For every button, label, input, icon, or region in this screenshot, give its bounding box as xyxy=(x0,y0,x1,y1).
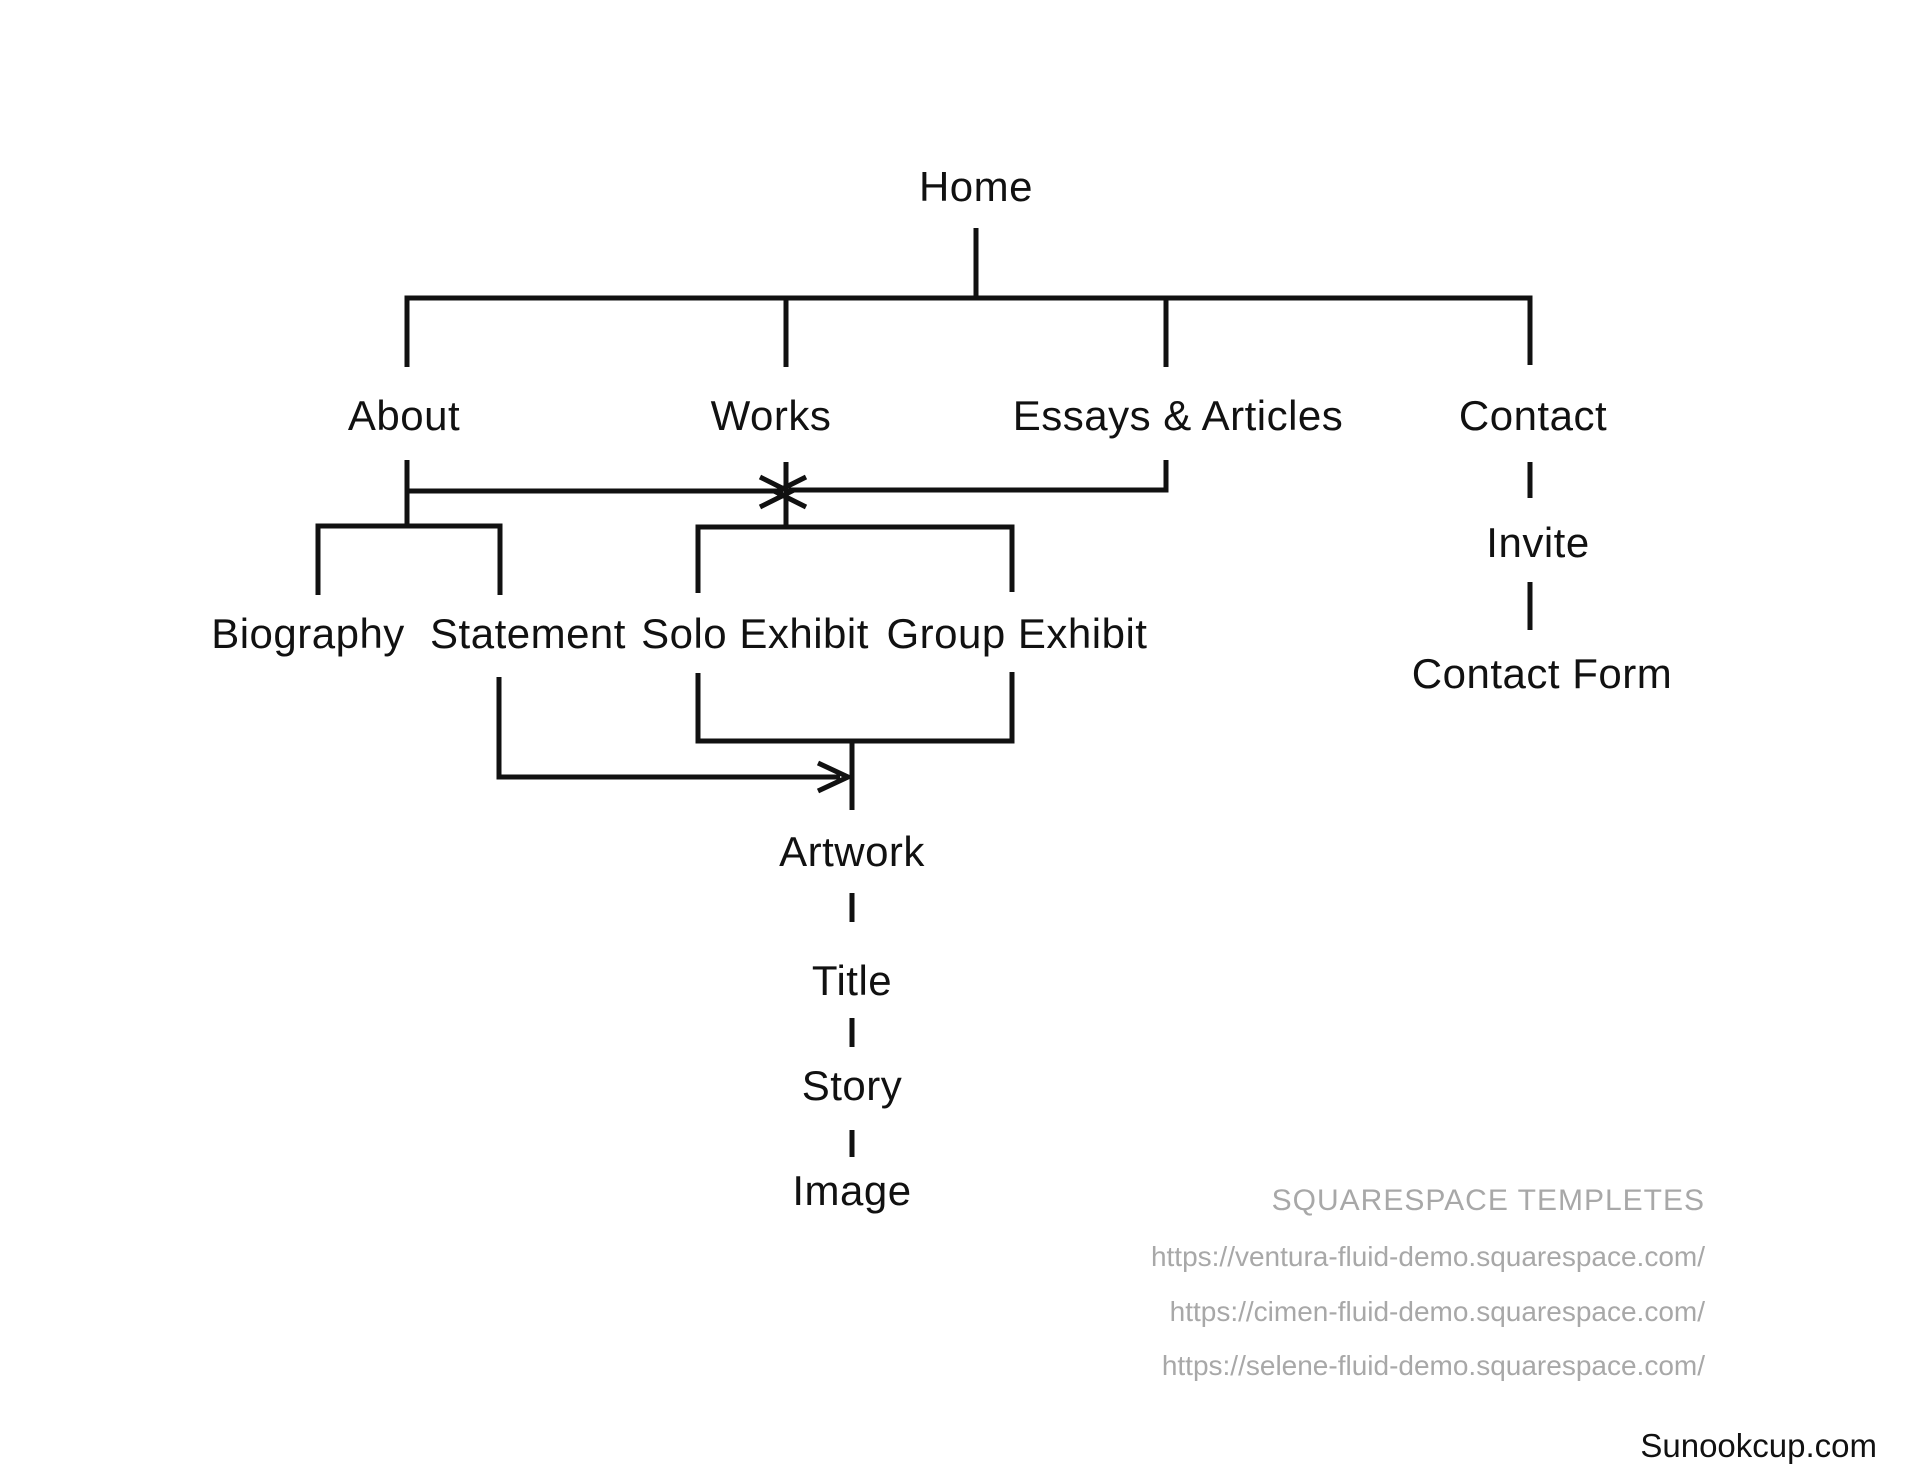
footer-template-url: https://ventura-fluid-demo.squarespace.c… xyxy=(1150,1241,1705,1272)
node-essays-articles: Essays & Articles xyxy=(1012,392,1344,439)
node-story: Story xyxy=(801,1062,903,1109)
node-solo-exhibit: Solo Exhibit xyxy=(641,610,869,657)
node-about: About xyxy=(347,392,461,439)
node-biography: Biography xyxy=(211,610,405,657)
node-image: Image xyxy=(792,1167,912,1214)
footer-template-url: https://selene-fluid-demo.squarespace.co… xyxy=(1161,1350,1705,1381)
node-statement: Statement xyxy=(430,610,626,657)
arrowhead-into-artwork xyxy=(816,760,854,794)
connector-essays-to-works xyxy=(789,460,1169,493)
node-invite: Invite xyxy=(1486,519,1590,566)
bracket-about-children xyxy=(315,523,503,595)
node-contact: Contact xyxy=(1458,392,1608,439)
bracket-exhibits-merge xyxy=(695,672,1015,744)
footer-template-url: https://cimen-fluid-demo.squarespace.com… xyxy=(1169,1296,1705,1327)
bracket-works-children xyxy=(695,524,1015,593)
credit-text: Sunookcup.com xyxy=(1640,1427,1877,1464)
node-contact-form: Contact Form xyxy=(1411,650,1673,697)
footer-heading: SQUARESPACE TEMPLETES xyxy=(1271,1184,1705,1217)
node-title: Title xyxy=(811,957,893,1004)
connector-top-bar xyxy=(404,295,1533,367)
node-artwork: Artwork xyxy=(779,828,925,875)
arrowhead-left-into-works xyxy=(770,474,808,510)
node-works: Works xyxy=(710,392,832,439)
node-home: Home xyxy=(918,163,1034,210)
node-group-exhibit: Group Exhibit xyxy=(886,610,1148,657)
connector-statement-to-artwork xyxy=(496,677,840,780)
